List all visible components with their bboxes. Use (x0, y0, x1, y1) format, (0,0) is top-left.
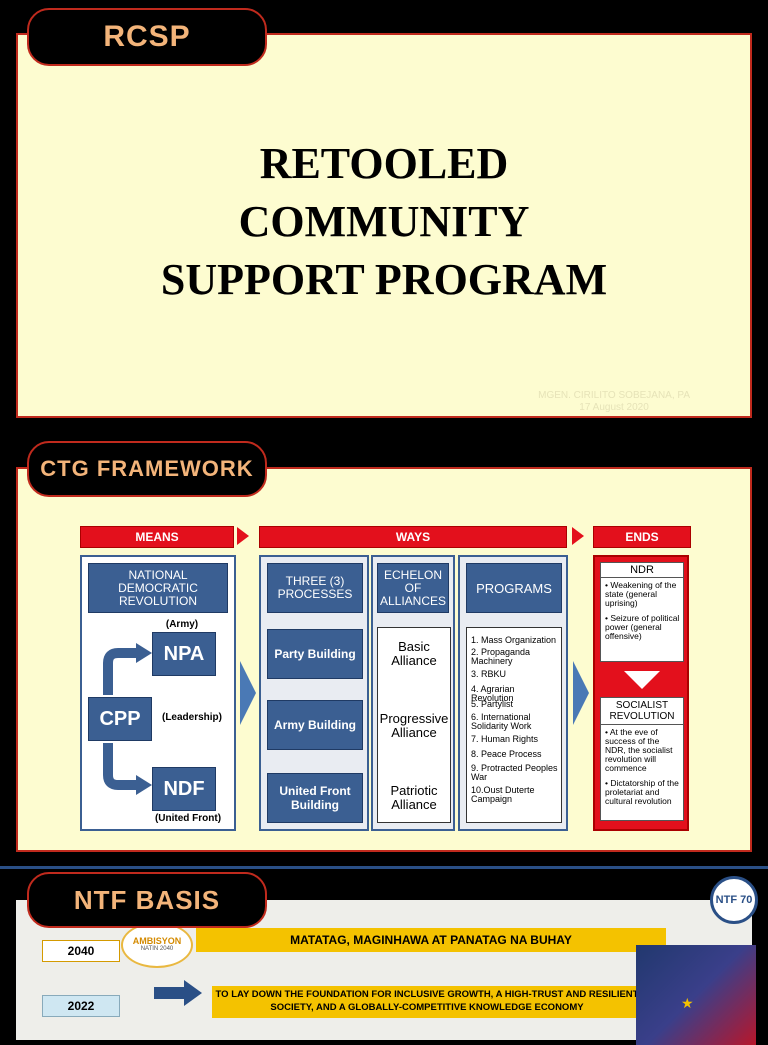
flag-graphic: ★ (636, 945, 756, 1045)
header-arrow (237, 527, 249, 545)
ends-panel: NDR • Weakening of the state (general up… (593, 555, 689, 831)
processes-panel: THREE (3) PROCESSES Party Building Army … (259, 555, 369, 831)
alliance-item: Patriotic Alliance (390, 783, 438, 812)
bullet-item: • Dictatorship of the proletariat and cu… (605, 778, 679, 806)
ways-header: WAYS (259, 526, 567, 548)
echelon-title: ECHELON OF ALLIANCES (379, 567, 447, 608)
date-line: 17 August 2020 (579, 402, 649, 413)
program-item: 5. Partylist (471, 699, 514, 709)
program-item: 1. Mass Organization (471, 635, 557, 645)
slide-title: RETOOLED COMMUNITY SUPPORT PROGRAM (18, 135, 750, 309)
program-item: 3. RBKU (471, 669, 507, 679)
title-line-2: COMMUNITY (238, 197, 530, 246)
programs-panel: PROGRAMS 1. Mass Organization 2. Propaga… (458, 555, 568, 831)
processes-title-box: THREE (3) PROCESSES (267, 563, 363, 613)
bullet-item: • Seizure of political power (general of… (605, 613, 680, 641)
ends-header: ENDS (593, 526, 691, 548)
cpp-caption: (Leadership) (161, 712, 222, 723)
program-item: 2. Propaganda Machinery (471, 647, 531, 666)
process-box: Party Building (267, 629, 363, 679)
npa-caption: (Army) (165, 619, 199, 630)
sr-bullets: • At the eve of success of the NDR, the … (605, 728, 681, 806)
program-list: 1. Mass Organization 2. Propaganda Machi… (466, 627, 562, 823)
tab-rcsp: RCSP (27, 8, 267, 66)
flow-arrow-icon (240, 661, 256, 725)
program-item: 7. Human Rights (471, 734, 539, 744)
echelon-panel: ECHELON OF ALLIANCES Basic Alliance Prog… (371, 555, 455, 831)
seal-label: NTF 70 (715, 894, 753, 906)
tab-label: RCSP (103, 20, 191, 53)
ambisyon-logo: AMBISYON NATIN 2040 (121, 922, 193, 968)
ndf-label: NDF (163, 777, 205, 800)
bullet-text: At the eve of success of the NDR, the so… (605, 727, 673, 773)
means-panel: NATIONAL DEMOCRATIC REVOLUTION (Army) NP… (80, 555, 236, 831)
processes-title: THREE (3) PROCESSES (277, 574, 353, 601)
right-arrow-icon (154, 980, 204, 1006)
star-icon: ★ (681, 995, 694, 1011)
program-item: 9. Protracted Peoples War (471, 763, 558, 782)
sr-ends-title: SOCIALIST REVOLUTION (601, 698, 683, 725)
program-item: 8. Peace Process (471, 749, 542, 759)
ends-header-label: ENDS (625, 530, 659, 544)
process-label: Army Building (273, 718, 356, 732)
process-box: United Front Building (267, 773, 363, 823)
vision-2040-bar: MATATAG, MAGINHAWA AT PANATAG NA BUHAY (196, 928, 666, 952)
alliance-item: Basic Alliance (391, 639, 437, 668)
author-caption: MGEN. CIRILITO SOBEJANA, PA 17 August 20… (538, 390, 690, 414)
process-box: Army Building (267, 700, 363, 750)
alliance-item: Progressive Alliance (379, 711, 449, 740)
ndr-ends-title: NDR (601, 563, 683, 578)
means-header-label: MEANS (135, 530, 179, 544)
bullet-text: Seizure of political power (general offe… (605, 613, 680, 641)
programs-title-box: PROGRAMS (466, 563, 562, 613)
header-arrow (572, 527, 584, 545)
logo-subtext: NATIN 2040 (140, 946, 174, 952)
tab-label: NTF BASIS (73, 884, 221, 915)
title-line-3: SUPPORT PROGRAM (160, 255, 608, 304)
title-line-1: RETOOLED (259, 139, 509, 188)
ways-header-label: WAYS (395, 530, 431, 544)
means-header: MEANS (80, 526, 234, 548)
program-item: 4. Agrarian Revolution (471, 684, 515, 703)
flow-arrow-icon (573, 661, 589, 725)
npa-box: NPA (152, 632, 216, 676)
ndr-title: NATIONAL DEMOCRATIC REVOLUTION (118, 567, 198, 608)
bullet-item: • Weakening of the state (general uprisi… (605, 580, 677, 608)
bullet-text: Dictatorship of the proletariat and cult… (605, 778, 679, 806)
programs-title: PROGRAMS (476, 580, 552, 596)
program-item: 6. International Solidarity Work (471, 712, 532, 731)
ndr-box: NATIONAL DEMOCRATIC REVOLUTION (88, 563, 228, 613)
down-arrow-icon (624, 671, 660, 689)
section-divider (0, 866, 768, 869)
bullet-text: Weakening of the state (general uprising… (605, 580, 677, 608)
year-label: 2022 (42, 995, 120, 1017)
npa-label: NPA (163, 642, 205, 665)
tab-label: CTG FRAMEWORK (40, 456, 254, 481)
logo-text: AMBISYON (132, 936, 182, 946)
ndf-box: NDF (152, 767, 216, 811)
ndr-bullets: • Weakening of the state (general uprisi… (605, 581, 681, 641)
echelon-title-box: ECHELON OF ALLIANCES (377, 563, 449, 613)
program-item: 10.Oust Duterte Campaign (471, 785, 535, 804)
sr-ends-box: SOCIALIST REVOLUTION • At the eve of suc… (600, 697, 684, 821)
cpp-box: CPP (88, 697, 152, 741)
tab-ctg-framework: CTG FRAMEWORK (27, 441, 267, 497)
alliance-list: Basic Alliance Progressive Alliance Patr… (377, 627, 451, 823)
slide-ctg-framework: MEANS WAYS ENDS NATIONAL DEMOCRATIC REVO… (16, 467, 752, 852)
ntf-seal-icon: NTF 70 (710, 876, 758, 924)
slide-ntf-basis: 2040 AMBISYON NATIN 2040 MATATAG, MAGINH… (16, 900, 756, 1045)
tab-ntf-basis: NTF BASIS (27, 872, 267, 928)
bullet-item: • At the eve of success of the NDR, the … (605, 727, 673, 773)
process-label: Party Building (274, 647, 356, 661)
ndr-ends-box: NDR • Weakening of the state (general up… (600, 562, 684, 662)
year-label: 2040 (42, 940, 120, 962)
cpp-connector-arrows (103, 643, 152, 795)
cpp-label: CPP (99, 707, 141, 730)
author-line: MGEN. CIRILITO SOBEJANA, PA (538, 390, 690, 401)
slide-rcsp: RETOOLED COMMUNITY SUPPORT PROGRAM MGEN.… (16, 33, 752, 418)
process-label: United Front Building (279, 784, 351, 812)
goal-2022-bar: TO LAY DOWN THE FOUNDATION FOR INCLUSIVE… (212, 986, 642, 1018)
ndf-caption: (United Front) (154, 813, 222, 824)
